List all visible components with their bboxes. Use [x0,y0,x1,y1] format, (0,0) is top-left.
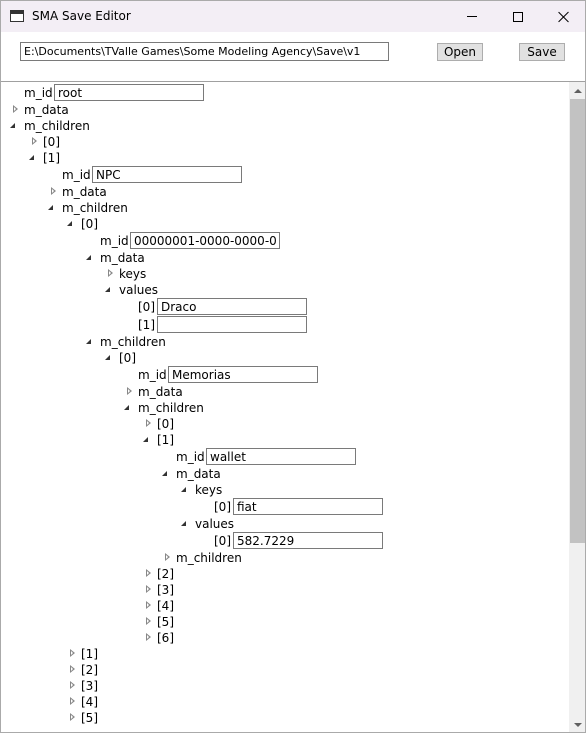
memorias-children-collapse-icon[interactable] [124,405,129,410]
person-children-collapse-icon[interactable] [86,339,91,344]
person-children-node[interactable]: m_children [100,335,166,349]
npc-child-5-node[interactable]: [5] [81,711,98,725]
root-child-0-node[interactable]: [0] [43,135,60,149]
chevron-up-icon [573,88,582,93]
close-button[interactable] [541,1,585,32]
root-data-expand-icon[interactable] [13,105,18,113]
close-icon [558,11,570,23]
window-title: SMA Save Editor [32,9,131,23]
memorias-child-1-collapse-icon[interactable] [143,437,148,442]
wallet-id-field[interactable] [206,448,356,465]
person-data-node[interactable]: m_data [100,251,145,265]
memorias-child-2-expand-icon[interactable] [146,569,151,577]
npc-children-node[interactable]: m_children [62,201,128,215]
npc-child-4-expand-icon[interactable] [70,697,75,705]
npc-child-1-expand-icon[interactable] [70,649,75,657]
npc-child-2-node[interactable]: [2] [81,663,98,677]
wallet-children-expand-icon[interactable] [165,553,170,561]
title-bar[interactable]: SMA Save Editor [1,1,585,32]
npc-child-2-expand-icon[interactable] [70,665,75,673]
minimize-button[interactable] [449,1,495,32]
person-child-0-collapse-icon[interactable] [105,355,110,360]
wallet-children-node[interactable]: m_children [176,551,242,565]
npc-children-collapse-icon[interactable] [48,205,53,210]
save-button[interactable]: Save [519,43,565,61]
wallet-key-0-index: [0] [214,500,231,514]
person-id-field[interactable] [130,232,280,249]
memorias-child-0-expand-icon[interactable] [146,419,151,427]
memorias-child-1-node[interactable]: [1] [157,433,174,447]
root-child-0-expand-icon[interactable] [32,137,37,145]
root-children-collapse-icon[interactable] [10,123,15,128]
wallet-id-label: m_id [176,450,205,464]
person-values-node[interactable]: values [119,283,159,297]
wallet-data-collapse-icon[interactable] [162,471,167,476]
memorias-child-3-node[interactable]: [3] [157,583,174,597]
tree-vertical-scrollbar[interactable] [569,82,585,732]
memorias-child-2-node[interactable]: [2] [157,567,174,581]
person-keys-expand-icon[interactable] [108,269,113,277]
memorias-data-expand-icon[interactable] [127,387,132,395]
memorias-child-4-expand-icon[interactable] [146,601,151,609]
wallet-keys-collapse-icon[interactable] [181,487,186,492]
npc-id-label: m_id [62,168,91,182]
scroll-down-button[interactable] [569,716,585,732]
npc-data-expand-icon[interactable] [51,187,56,195]
npc-child-4-node[interactable]: [4] [81,695,98,709]
wallet-values-node[interactable]: values [195,517,235,531]
toolbar-divider [1,81,585,82]
memorias-child-6-node[interactable]: [6] [157,631,174,645]
root-child-1-collapse-icon[interactable] [29,155,34,160]
person-child-0-node[interactable]: [0] [119,351,136,365]
memorias-child-3-expand-icon[interactable] [146,585,151,593]
root-id-label: m_id [24,86,53,100]
npc-child-1-node[interactable]: [1] [81,647,98,661]
memorias-child-0-node[interactable]: [0] [157,417,174,431]
person-value-0-field[interactable] [157,298,307,315]
wallet-value-0-index: [0] [214,534,231,548]
npc-data-node[interactable]: m_data [62,185,107,199]
npc-child-0-collapse-icon[interactable] [67,221,72,226]
root-child-1-node[interactable]: [1] [43,151,60,165]
save-path-input[interactable] [20,42,389,61]
open-button[interactable]: Open [437,43,483,61]
memorias-data-node[interactable]: m_data [138,385,183,399]
save-tree-view[interactable]: m_id m_data m_children [0] [1] m_id m_da… [1,82,569,732]
root-data-node[interactable]: m_data [24,103,69,117]
npc-child-3-expand-icon[interactable] [70,681,75,689]
memorias-child-5-node[interactable]: [5] [157,615,174,629]
wallet-values-collapse-icon[interactable] [181,521,186,526]
scroll-up-button[interactable] [569,82,585,99]
memorias-child-5-expand-icon[interactable] [146,617,151,625]
person-values-collapse-icon[interactable] [105,287,110,292]
person-keys-node[interactable]: keys [119,267,147,281]
memorias-child-4-node[interactable]: [4] [157,599,174,613]
maximize-button[interactable] [495,1,541,32]
person-value-1-field[interactable] [157,316,307,333]
wallet-keys-node[interactable]: keys [195,483,223,497]
person-value-0-index: [0] [138,300,155,314]
npc-child-3-node[interactable]: [3] [81,679,98,693]
maximize-icon [513,11,523,22]
root-id-field[interactable] [54,84,204,101]
wallet-key-0-field[interactable] [233,498,383,515]
memorias-id-label: m_id [138,368,167,382]
app-window-icon [10,10,24,22]
npc-id-field[interactable] [92,166,242,183]
minimize-icon [467,16,477,17]
memorias-id-field[interactable] [168,366,318,383]
npc-child-0-node[interactable]: [0] [81,217,98,231]
memorias-children-node[interactable]: m_children [138,401,204,415]
scroll-thumb[interactable] [570,99,585,543]
chevron-down-icon [573,722,582,727]
wallet-value-0-field[interactable] [233,532,383,549]
root-children-node[interactable]: m_children [24,119,90,133]
npc-child-5-expand-icon[interactable] [70,713,75,721]
person-id-label: m_id [100,234,129,248]
person-data-collapse-icon[interactable] [86,255,91,260]
person-value-1-index: [1] [138,318,155,332]
wallet-data-node[interactable]: m_data [176,467,221,481]
memorias-child-6-expand-icon[interactable] [146,633,151,641]
